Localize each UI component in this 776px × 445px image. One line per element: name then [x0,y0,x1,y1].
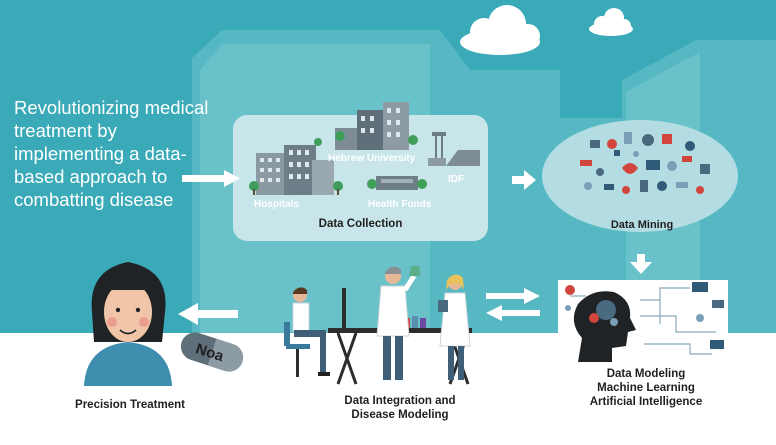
scientist-figure [376,266,421,380]
data-collection-title: Data Collection [318,218,403,230]
precision-treatment-title: Precision Treatment [75,399,185,411]
integration-caption: Data Integration and Disease Modeling [310,394,490,422]
cloud-icon [460,5,540,55]
doctor-figure [438,274,471,380]
modeling-caption: Data Modeling Machine Learning Artificia… [566,367,726,409]
hospitals-label: Hospitals [254,199,299,210]
flask-icon [409,266,421,276]
arrow-left-icon [486,305,540,321]
military-base-icon [428,132,480,166]
tech-device-icons [565,282,724,349]
pill-icon: Noa [180,332,244,372]
integration-line-1: Data Integration and [344,395,456,407]
modeling-line-machine-learning: Machine Learning [597,382,695,394]
hebrew-university-label: Hebrew University [328,153,416,164]
modeling-line-data-modeling: Data Modeling [606,368,686,380]
brain-head-icon [573,291,636,362]
data-mining-bubble [542,120,738,232]
cloud-icon [589,8,633,36]
health-funds-label: Health Funds [368,199,432,210]
intro-statement: Revolutionizing medical treatment by imp… [14,97,209,210]
arrow-right-icon [512,170,536,190]
modeling-line-ai: Artificial Intelligence [589,396,703,408]
integration-line-2: Disease Modeling [351,409,449,421]
clipboard-icon [438,300,448,312]
university-building-icon [335,102,418,150]
circuit-network-icon [570,287,716,355]
flow-arrows [178,170,652,325]
arrow-down-icon [630,254,652,274]
patient-avatar [84,262,172,386]
arrow-left-icon [178,303,238,325]
idf-label: IDF [448,174,464,185]
arrow-right-icon [486,288,540,304]
lab-scene [284,266,472,385]
arrow-right-icon [182,170,240,187]
health-fund-building-icon [367,176,427,190]
seated-researcher-figure [284,287,330,377]
medical-data-icons [580,132,710,194]
heart-icon [622,163,638,174]
hospital-building-icon [249,138,343,195]
data-mining-title: Data Mining [611,219,673,231]
